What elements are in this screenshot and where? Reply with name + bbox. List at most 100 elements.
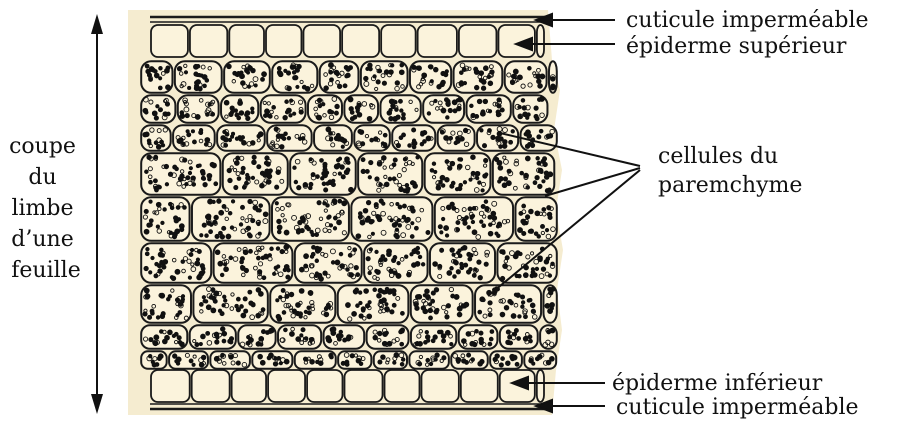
chloroplast	[510, 81, 514, 85]
chloroplast	[235, 113, 239, 117]
chloroplast	[367, 216, 371, 220]
chloroplast	[199, 342, 202, 345]
chloroplast	[492, 216, 497, 221]
chloroplast	[161, 221, 164, 224]
chloroplast	[246, 173, 249, 176]
chloroplast	[195, 343, 199, 347]
chloroplast	[222, 304, 225, 307]
chloroplast	[280, 249, 284, 253]
chloroplast	[478, 310, 482, 314]
chloroplast	[450, 266, 454, 270]
chloroplast	[463, 181, 466, 184]
chloroplast	[529, 298, 532, 301]
chloroplast	[149, 200, 152, 203]
chloroplast	[366, 257, 370, 261]
chloroplast	[280, 134, 285, 139]
chloroplast	[293, 112, 296, 115]
chloroplast	[501, 357, 505, 361]
chloroplast	[204, 300, 207, 303]
chloroplast	[224, 299, 227, 302]
chloroplast	[371, 232, 374, 235]
chloroplast	[411, 263, 416, 268]
chloroplast	[200, 234, 203, 237]
chloroplast	[469, 267, 473, 271]
chloroplast	[318, 361, 323, 366]
chloroplast	[344, 170, 349, 175]
chloroplast	[236, 156, 240, 160]
chloroplast	[307, 227, 311, 231]
chloroplast	[152, 111, 157, 116]
chloroplast	[261, 308, 265, 312]
chloroplast	[482, 224, 486, 228]
chloroplast	[149, 271, 152, 274]
chloroplast	[145, 252, 149, 256]
chloroplast	[479, 331, 483, 335]
chloroplast	[256, 313, 261, 318]
chloroplast	[416, 156, 419, 159]
chloroplast	[532, 362, 535, 365]
chloroplast	[436, 186, 441, 191]
chloroplast	[200, 264, 204, 268]
chloroplast	[307, 306, 311, 310]
chloroplast	[378, 331, 383, 336]
chloroplast	[315, 233, 319, 237]
chloroplast	[534, 106, 538, 110]
chloroplast	[206, 331, 210, 335]
chloroplast	[355, 106, 359, 110]
chloroplast	[457, 106, 462, 111]
chloroplast	[329, 224, 332, 227]
chloroplast	[328, 109, 332, 113]
chloroplast	[400, 109, 403, 112]
chloroplast	[201, 334, 206, 339]
chloroplast	[515, 362, 519, 366]
chloroplast	[535, 267, 538, 270]
chloroplast	[316, 116, 319, 119]
chloroplast	[248, 290, 252, 294]
chloroplast	[427, 112, 430, 115]
chloroplast	[422, 73, 427, 78]
chloroplast	[178, 311, 182, 315]
chloroplast	[509, 341, 513, 345]
chloroplast	[188, 276, 191, 279]
chloroplast	[444, 136, 449, 141]
chloroplast	[202, 296, 205, 299]
chloroplast	[469, 178, 472, 181]
chloroplast	[544, 175, 549, 180]
chloroplast	[237, 177, 241, 181]
chloroplast	[294, 180, 298, 184]
chloroplast	[545, 229, 548, 232]
chloroplast	[522, 106, 526, 110]
epidermis-cell	[537, 370, 544, 402]
chloroplast	[276, 247, 279, 250]
chloroplast	[241, 170, 245, 174]
chloroplast	[149, 338, 153, 342]
chloroplast	[548, 134, 552, 138]
chloroplast	[215, 234, 219, 238]
chloroplast	[387, 341, 392, 346]
chloroplast	[396, 202, 399, 205]
chloroplast	[513, 69, 518, 74]
chloroplast	[550, 77, 555, 82]
chloroplast	[491, 135, 495, 139]
chloroplast	[541, 224, 545, 228]
chloroplast	[446, 116, 450, 120]
chloroplast	[551, 86, 555, 90]
side-label-line-3: limbe	[11, 196, 73, 221]
chloroplast	[322, 171, 326, 175]
chloroplast	[283, 268, 286, 271]
chloroplast	[365, 169, 369, 173]
chloroplast	[240, 71, 243, 74]
chloroplast	[241, 313, 246, 318]
chloroplast	[231, 200, 234, 203]
chloroplast	[147, 223, 151, 227]
epidermis-cell	[268, 370, 305, 402]
chloroplast	[265, 156, 269, 160]
epidermis-cell	[461, 370, 498, 402]
chloroplast	[185, 182, 188, 185]
chloroplast	[471, 113, 475, 117]
chloroplast	[276, 314, 280, 318]
chloroplast	[208, 177, 212, 181]
chloroplast	[248, 199, 252, 203]
chloroplast	[367, 314, 372, 319]
chloroplast	[490, 330, 494, 334]
